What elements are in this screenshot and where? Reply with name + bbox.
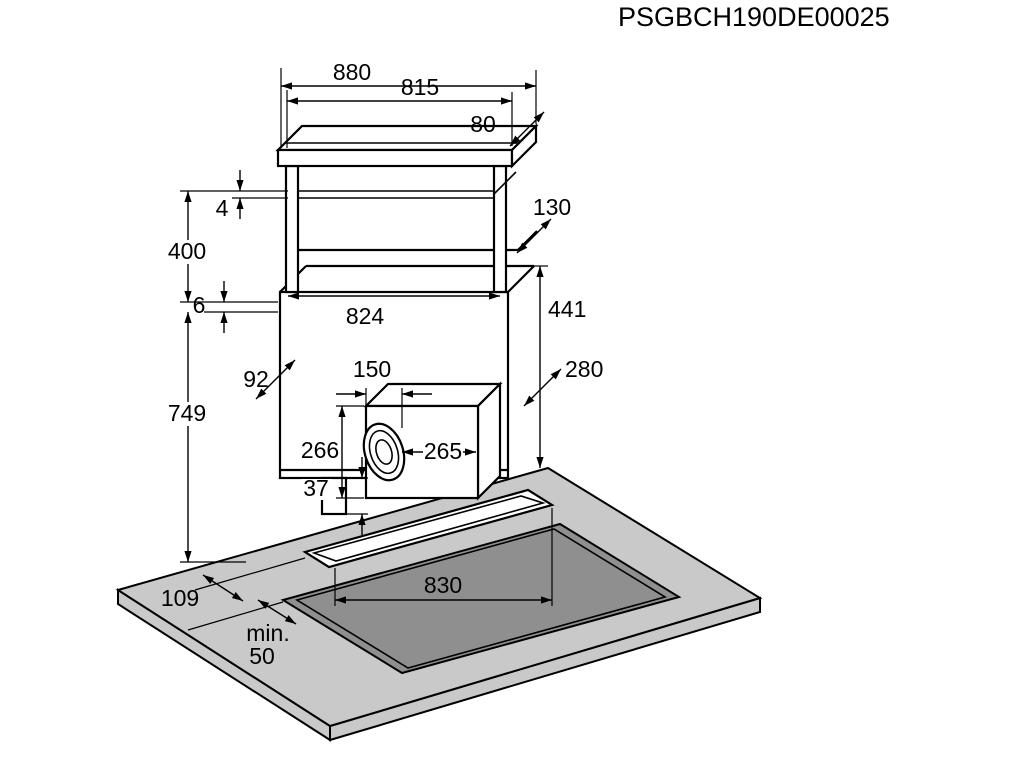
top-bar-top-face — [275, 124, 539, 152]
dim-150-label: 150 — [353, 356, 391, 382]
glass-depth-edge — [493, 171, 517, 195]
dim-80 — [509, 111, 545, 147]
dim-130 — [516, 218, 552, 254]
dim-830-label: 830 — [424, 572, 462, 598]
dim-min50-label-min: min. — [246, 620, 289, 646]
dim-80-label: 80 — [470, 111, 496, 137]
dim-400-label: 400 — [168, 238, 206, 264]
product-code: PSGBCH190DE00025 — [618, 2, 890, 32]
top-bar-front-face — [276, 148, 514, 168]
dim-824-label: 824 — [346, 303, 385, 329]
dimension-annotations: 880 815 80 130 4 400 6 749 — [161, 59, 604, 669]
dim-280 — [523, 368, 562, 407]
dim-880-label: 880 — [333, 59, 371, 85]
dim-280-label: 280 — [565, 356, 603, 382]
screen-rail-depth-edge — [517, 230, 538, 251]
dim-265-label-bg — [423, 441, 463, 463]
countertop-slot — [302, 488, 555, 569]
dim-37-label-bg — [301, 479, 332, 500]
countertop-slot-inner-line — [311, 495, 546, 562]
screen-post-left — [284, 164, 300, 294]
dim-37-label: 37 — [303, 475, 329, 501]
dim-109 — [202, 574, 244, 602]
dim-749-label: 749 — [168, 400, 206, 426]
dim-92 — [255, 359, 296, 400]
dim-441-label: 441 — [548, 296, 586, 322]
dim-109-label: 109 — [161, 585, 199, 611]
body-top-diag-right — [507, 265, 535, 293]
duct-opening — [362, 422, 406, 482]
dim-815-label: 815 — [401, 74, 439, 100]
countertop-cutout-inner-line — [295, 528, 667, 669]
dim-130-label: 130 — [533, 194, 571, 220]
dim-6-label: 6 — [193, 292, 206, 318]
dim-749-label-bg — [166, 402, 210, 426]
dim-min50-label-value: 50 — [249, 643, 275, 669]
dim-92-label: 92 — [243, 366, 269, 392]
countertop — [115, 466, 763, 742]
dim-min50 — [257, 599, 297, 625]
dim-4-label: 4 — [216, 195, 229, 221]
dim-400-label-bg — [167, 240, 209, 264]
dim-265-label: 265 — [424, 438, 462, 464]
dim-266-label: 266 — [301, 437, 339, 463]
